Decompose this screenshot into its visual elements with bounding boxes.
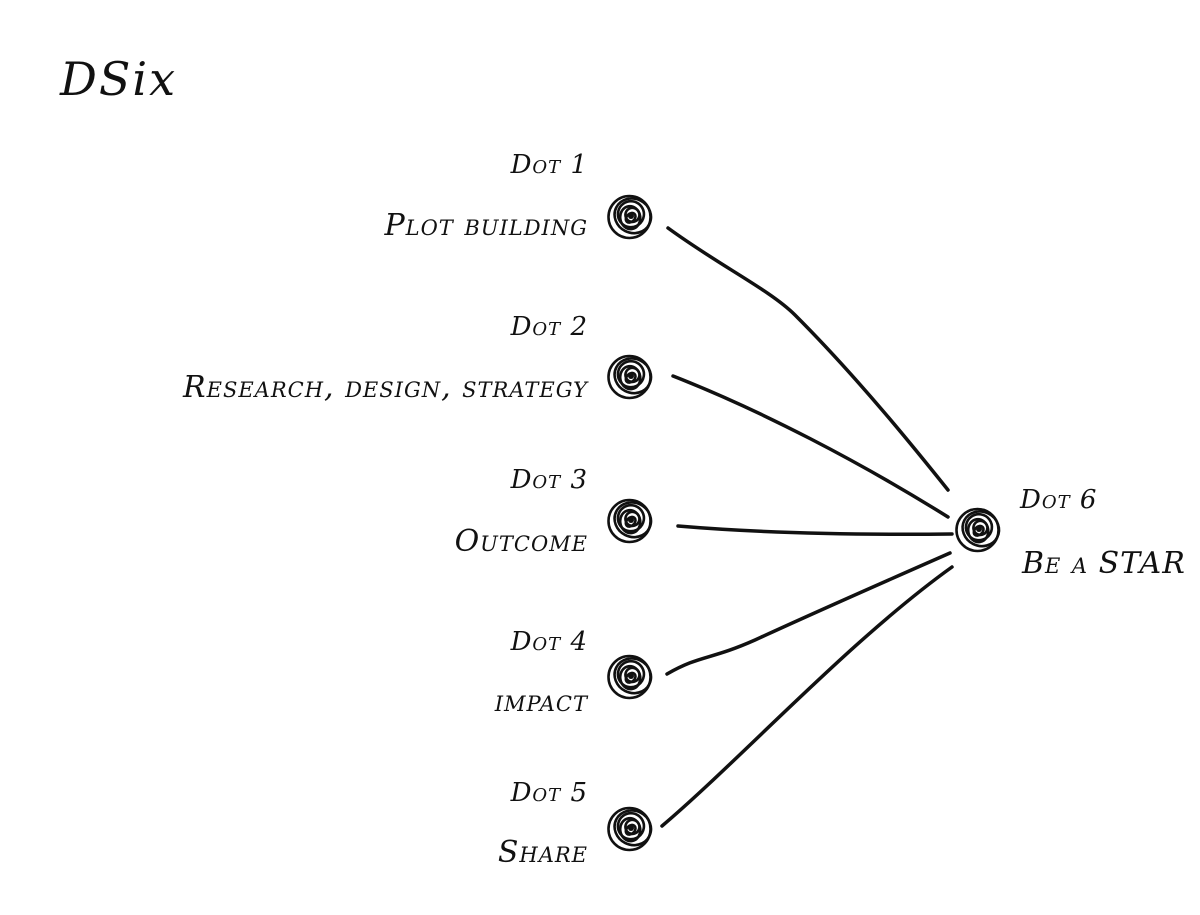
dot4-number-label: Dot 4 <box>510 627 588 657</box>
dot3-text-label: Outcome <box>454 524 588 559</box>
dot2-scribble-dot <box>607 354 653 400</box>
diagram-title: DSix <box>60 52 178 106</box>
dot2-text-label: Research, design, strategy <box>183 370 588 405</box>
dot1-number-label: Dot 1 <box>510 150 588 180</box>
dot6-number-label: Dot 6 <box>1020 485 1098 515</box>
dot1-text-label: Plot building <box>384 208 588 243</box>
dot5-text-label: Share <box>497 835 588 870</box>
connection-lines <box>660 226 954 828</box>
dot6-text-label: Be a STAR <box>1022 546 1186 581</box>
dot3-number-label: Dot 3 <box>510 465 588 495</box>
dot5-number-label: Dot 5 <box>510 778 588 808</box>
dot6-scribble-dot <box>955 507 1001 553</box>
edge-dot1-to-dot6 <box>666 226 950 492</box>
edge-dot2-to-dot6 <box>671 374 950 519</box>
dot3-scribble-dot <box>607 498 653 544</box>
edge-dot4-to-dot6 <box>665 551 952 676</box>
edge-dot5-to-dot6 <box>660 565 954 828</box>
dot4-scribble-dot <box>607 654 653 700</box>
dot5-scribble-dot <box>607 806 653 852</box>
edge-dot3-to-dot6 <box>676 524 954 536</box>
dot4-text-label: impact <box>494 684 588 719</box>
scribble-dots <box>607 194 1001 852</box>
dot1-scribble-dot <box>607 194 653 240</box>
dot2-number-label: Dot 2 <box>510 312 588 342</box>
